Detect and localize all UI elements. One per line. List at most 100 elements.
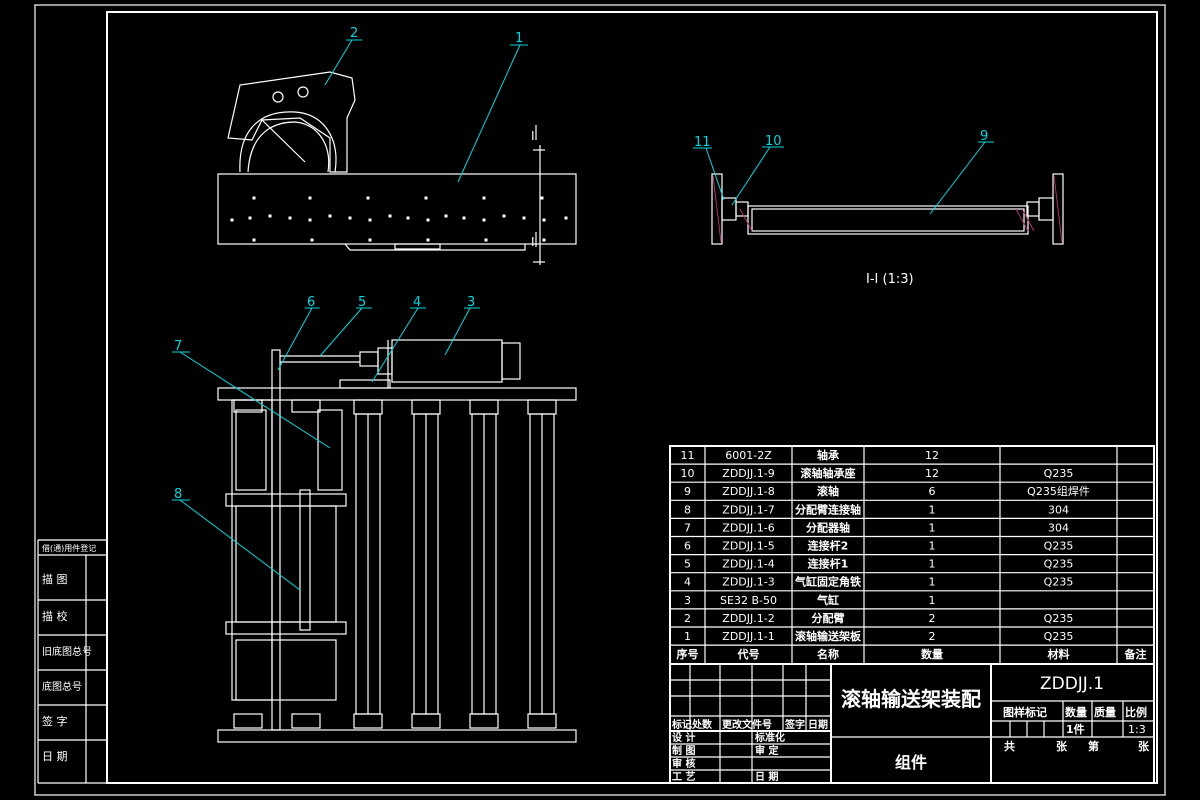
plate-hole: [564, 216, 568, 220]
callout-4: 4: [413, 295, 421, 310]
bom-cell-mat: Q235: [1044, 540, 1074, 553]
callout-9: 9: [980, 129, 988, 144]
scale-value: 1:3: [1128, 723, 1146, 736]
plate-hole: [406, 216, 410, 220]
bom-header: 材料: [1048, 647, 1070, 661]
sheet-2: 第: [1088, 739, 1099, 753]
sheet-h-2: 质量: [1094, 705, 1116, 719]
bom-cell-qty: 12: [925, 449, 939, 462]
roller-bearing-top: [469, 399, 499, 415]
top-frame: [217, 387, 577, 401]
bom-cell-name: 气缸固定角铁: [794, 575, 861, 589]
role-3: 工 艺: [672, 770, 695, 783]
callout-1: 1: [515, 31, 523, 46]
bom-cell-name: 轴承: [817, 448, 840, 462]
inner-border: [106, 11, 1158, 784]
top-view: I I: [217, 71, 577, 265]
bom-cell-code: ZDDJJ.1-1: [722, 630, 774, 643]
bom-cell-no: 8: [684, 503, 691, 516]
roller-bearing-top: [411, 399, 441, 415]
bom-cell-no: 10: [681, 467, 695, 480]
rev-h-4: 日期: [808, 718, 828, 731]
bom-cell-name: 滚轴输送架板: [795, 629, 862, 643]
bom-cell-qty: 2: [929, 612, 936, 625]
bom-cell-mat: 304: [1048, 503, 1069, 516]
plate-hole: [522, 216, 526, 220]
bom-cell-name: 连接杆1: [808, 557, 849, 571]
side-label-1: 描 校: [42, 609, 68, 623]
plate-hole: [310, 238, 314, 242]
role-0: 设 计: [672, 731, 695, 744]
bom-cell-qty: 1: [929, 558, 936, 571]
bom-cell-mat: Q235: [1044, 612, 1074, 625]
rev-h-1: 处数: [691, 718, 713, 731]
side-label-2: 旧底图总号: [42, 645, 92, 658]
plate-hole: [348, 216, 352, 220]
plate-hole: [268, 214, 272, 218]
bom-cell-code: ZDDJJ.1-7: [722, 503, 774, 516]
roller-bearing-bottom: [291, 713, 321, 729]
plate-hole: [482, 196, 486, 200]
plate-hole: [252, 196, 256, 200]
plate-hole: [542, 218, 546, 222]
bom-cell-qty: 1: [929, 503, 936, 516]
bom-cell-mat: 304: [1048, 521, 1069, 534]
side-label-3: 底图总号: [42, 680, 82, 693]
bom-cell-no: 7: [684, 521, 691, 534]
bom-cell-no: 3: [684, 594, 691, 607]
roller-bearing-bottom: [233, 713, 263, 729]
bom-cell-qty: 1: [929, 576, 936, 589]
bom-cell-mat: Q235: [1044, 467, 1074, 480]
bottom-frame: [217, 729, 577, 743]
callout-10: 10: [765, 134, 782, 149]
callout-6: 6: [307, 295, 315, 310]
section-mark-top: I: [531, 129, 535, 143]
bom-cell-no: 4: [684, 576, 691, 589]
plate-hole: [308, 196, 312, 200]
bom-cell-mat: Q235: [1044, 558, 1074, 571]
title-block: 标记 处数 更改文件号 签字 日期 设 计 制 图 审 核 工 艺 标准化 审 …: [669, 663, 1155, 784]
side-label-4: 签 字: [42, 714, 68, 728]
bom-cell-mat: Q235: [1044, 630, 1074, 643]
bom-header: 序号: [677, 647, 699, 661]
bom-cell-code: ZDDJJ.1-6: [722, 521, 774, 534]
standard-label: 标准化: [754, 731, 785, 744]
bom-cell-name: 连接杆2: [808, 539, 849, 553]
bom-cell-qty: 1: [929, 540, 936, 553]
drawing-title: 滚轴输送架装配: [841, 687, 981, 711]
rev-h-0: 标记: [671, 718, 692, 731]
bom-cell-name: 滚轴: [817, 484, 839, 498]
bom-cell-name: 分配臂连接轴: [795, 502, 861, 516]
bom-cell-no: 5: [684, 558, 691, 571]
roller-section: [747, 205, 1029, 235]
callout-2: 2: [350, 26, 358, 41]
drawing-subtitle: 组件: [895, 753, 927, 772]
plate-hole: [502, 214, 506, 218]
bom-cell-name: 滚轴轴承座: [801, 466, 856, 480]
side-header: 借(通)用件登记: [42, 543, 96, 553]
bom-cell-code: SE32 B-50: [720, 594, 777, 607]
role-2: 审 核: [672, 757, 695, 770]
sheet-h-1: 数量: [1065, 705, 1087, 719]
roller-bearing-bottom: [527, 713, 557, 729]
approve-label: 审 定: [755, 744, 778, 757]
callout-5: 5: [358, 295, 366, 310]
roller-bearing-top: [233, 399, 263, 413]
plate-hole: [366, 196, 370, 200]
sheet-0: 共: [1004, 739, 1015, 753]
plate-hole: [482, 218, 486, 222]
plate-hole: [426, 238, 430, 242]
plate-hole: [444, 214, 448, 218]
plate-hole: [424, 196, 428, 200]
bom-cell-no: 2: [684, 612, 691, 625]
roller-bearing-bottom: [411, 713, 441, 729]
bom-header: 备注: [1124, 647, 1147, 661]
bom-cell-qty: 6: [929, 485, 936, 498]
callout-11: 11: [694, 135, 711, 150]
quantity-value: 1件: [1066, 722, 1085, 736]
bom-cell-code: ZDDJJ.1-2: [722, 612, 774, 625]
section-label: I-I (1:3): [866, 272, 914, 287]
conveyor-plate: [217, 173, 577, 245]
bom-cell-mat: Q235组焊件: [1027, 484, 1090, 498]
